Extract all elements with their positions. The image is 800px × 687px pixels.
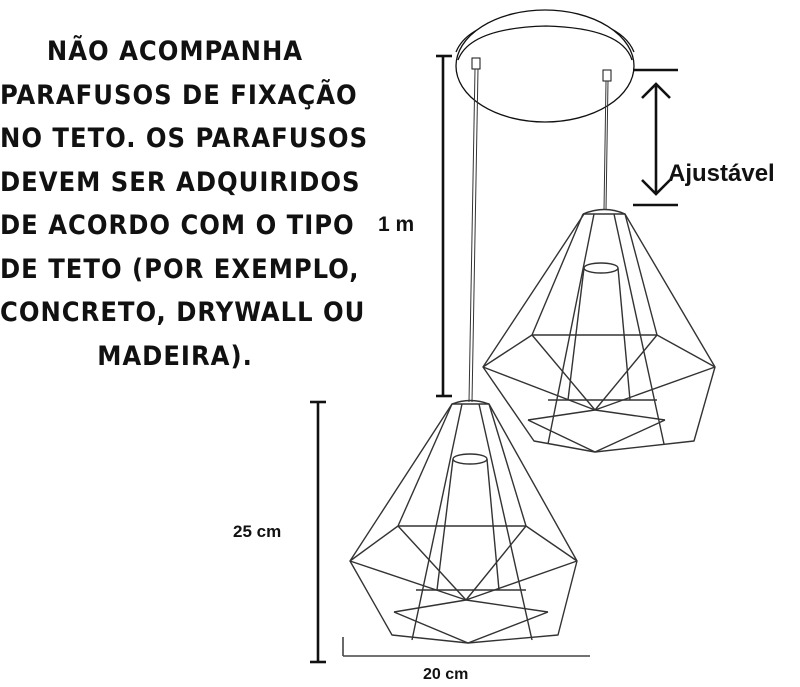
note-line: DE TETO (POR EXEMPLO, [0, 253, 360, 285]
note-line: DEVEM SER ADQUIRIDOS [0, 166, 361, 198]
cable-length-label: 1 m [378, 213, 415, 236]
note-line: NO TETO. OS PARAFUSOS [0, 123, 369, 154]
lamp-cage-left [349, 399, 578, 644]
height-label: 25 cm [233, 522, 282, 541]
note-line: PARAFUSOS DE FIXAÇÃO [0, 79, 358, 111]
width-label: 20 cm [423, 666, 469, 683]
suspension-cables [468, 68, 609, 403]
note-line: NÃO ACOMPANHA [46, 36, 304, 67]
cable-length-dimension [436, 54, 452, 398]
lamp-cage-right [482, 208, 716, 453]
warning-note: NÃO ACOMPANHA PARAFUSOS DE FIXAÇÃO NO TE… [0, 30, 369, 378]
width-dimension [342, 637, 590, 657]
ceiling-canopy [455, 9, 635, 123]
note-line: MADEIRA). [97, 340, 253, 372]
adjustable-dimension [633, 68, 678, 207]
height-dimension [310, 400, 326, 664]
note-line: CONCRETO, DRYWALL OU [0, 297, 366, 328]
adjustable-label: Ajustável [668, 160, 775, 187]
note-line: DE ACORDO COM O TIPO [0, 210, 355, 241]
